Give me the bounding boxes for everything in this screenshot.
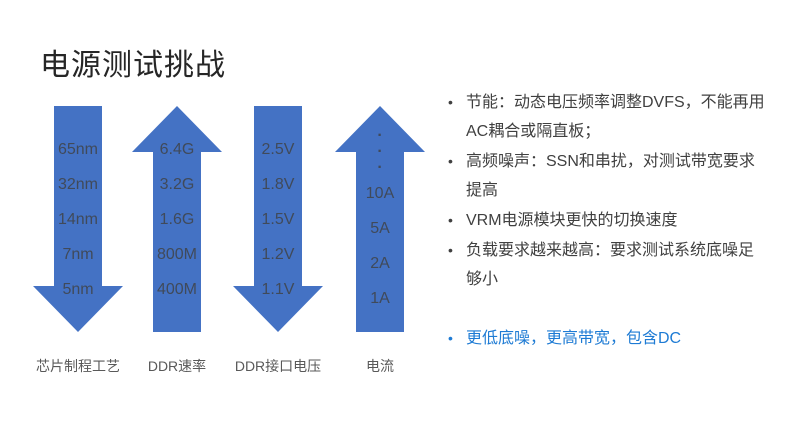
bullet-marker: • — [448, 94, 453, 110]
arrow-value: 1.8V — [261, 175, 295, 193]
arrow-value: 1.5V — [261, 210, 295, 228]
arrow-values: 2.5V 1.8V 1.5V 1.2V 1.1V — [233, 106, 323, 332]
arrow-value: 3.2G — [159, 175, 195, 193]
ellipsis-dot: · — [377, 127, 383, 144]
arrow-value: 5A — [370, 219, 390, 237]
arrow-value: 5nm — [62, 280, 94, 298]
page-title: 电源测试挑战 — [40, 49, 226, 83]
arrow-head-down-icon — [33, 286, 123, 332]
arrow-ddr-rate: 6.4G 3.2G 1.6G 800M 400M — [132, 106, 222, 332]
bullet-text: 节能：动态电压频率调整DVFS，不能再用 AC耦合或隔直板； — [466, 88, 788, 146]
arrow-value: 800M — [156, 245, 198, 263]
bullet-line: 更低底噪，更高带宽，包含DC — [466, 330, 682, 347]
bullet-text: 高频噪声：SSN和串扰，对测试带宽要求提高 — [466, 147, 788, 205]
arrow-head-down-icon — [233, 286, 323, 332]
bullet-line: 负载要求越来越高：要求测试系统底噪足 — [466, 242, 755, 259]
axis-label-ddr-voltage: DDR接口电压 — [234, 358, 322, 374]
ellipsis-dot: · — [377, 159, 383, 176]
arrow-value: 2.5V — [261, 140, 295, 158]
bullet-marker: • — [448, 212, 453, 228]
axis-label-current: 电流 — [366, 358, 394, 374]
arrow-shaft — [356, 152, 404, 332]
bullet-item: • 负载要求越来越高：要求测试系统底噪足够小 — [448, 236, 788, 294]
bullet-text: 负载要求越来越高：要求测试系统底噪足够小 — [466, 236, 788, 294]
bullet-marker: • — [448, 242, 453, 258]
axis-label-chip-process: 芯片制程工艺 — [36, 358, 120, 374]
bullet-line: AC耦合或隔直板； — [466, 123, 601, 140]
arrow-value: 400M — [156, 280, 198, 298]
arrow-ddr-voltage: 2.5V 1.8V 1.5V 1.2V 1.1V — [233, 106, 323, 332]
arrow-value: 2A — [370, 254, 390, 272]
bullet-text: VRM电源模块更快的切换速度 — [466, 206, 788, 235]
arrow-head-up-icon — [132, 106, 222, 152]
arrow-values: 65nm 32nm 14nm 7nm 5nm — [33, 106, 123, 332]
arrow-value: 1A — [370, 289, 390, 307]
arrow-values: 6.4G 3.2G 1.6G 800M 400M — [132, 106, 222, 332]
arrow-shaft — [153, 152, 201, 332]
bullet-text: 更低底噪，更高带宽，包含DC — [466, 324, 788, 353]
arrow-shaft — [254, 106, 302, 286]
arrow-value: 7nm — [62, 245, 94, 263]
arrow-value: 6.4G — [159, 140, 195, 158]
arrow-head-up-icon — [335, 106, 425, 152]
bullet-item: • VRM电源模块更快的切换速度 — [448, 206, 788, 235]
bullet-item: • 节能：动态电压频率调整DVFS，不能再用 AC耦合或隔直板； — [448, 88, 788, 146]
bullet-item: • 高频噪声：SSN和串扰，对测试带宽要求提高 — [448, 147, 788, 205]
bullet-line: 高频噪声：SSN和串扰，对测试带宽要求 — [466, 153, 755, 170]
bullet-line: 节能：动态电压频率调整DVFS，不能再用 — [466, 94, 765, 111]
arrow-value: 32nm — [57, 175, 99, 193]
bullet-marker: • — [448, 153, 453, 169]
arrow-value: 14nm — [57, 210, 99, 228]
arrow-value: 65nm — [57, 140, 99, 158]
arrow-value: 1.1V — [261, 280, 295, 298]
arrow-chip-process: 65nm 32nm 14nm 7nm 5nm — [33, 106, 123, 332]
bullet-list: • 节能：动态电压频率调整DVFS，不能再用 AC耦合或隔直板； • 高频噪声：SSN和… — [448, 88, 788, 354]
arrow-value: 1.6G — [159, 210, 195, 228]
bullet-marker: • — [448, 330, 453, 346]
bullet-line: VRM电源模块更快的切换速度 — [466, 212, 678, 229]
axis-label-ddr-rate: DDR速率 — [147, 358, 207, 374]
bullet-line: 提高 — [466, 182, 499, 199]
arrow-value: 10A — [365, 184, 395, 202]
ellipsis-dot: · — [377, 143, 383, 160]
arrow-value: 1.2V — [261, 245, 295, 263]
arrow-shaft — [54, 106, 102, 286]
bullet-line: 够小 — [466, 271, 499, 288]
highlight-bullet-item: • 更低底噪，更高带宽，包含DC — [448, 324, 788, 353]
